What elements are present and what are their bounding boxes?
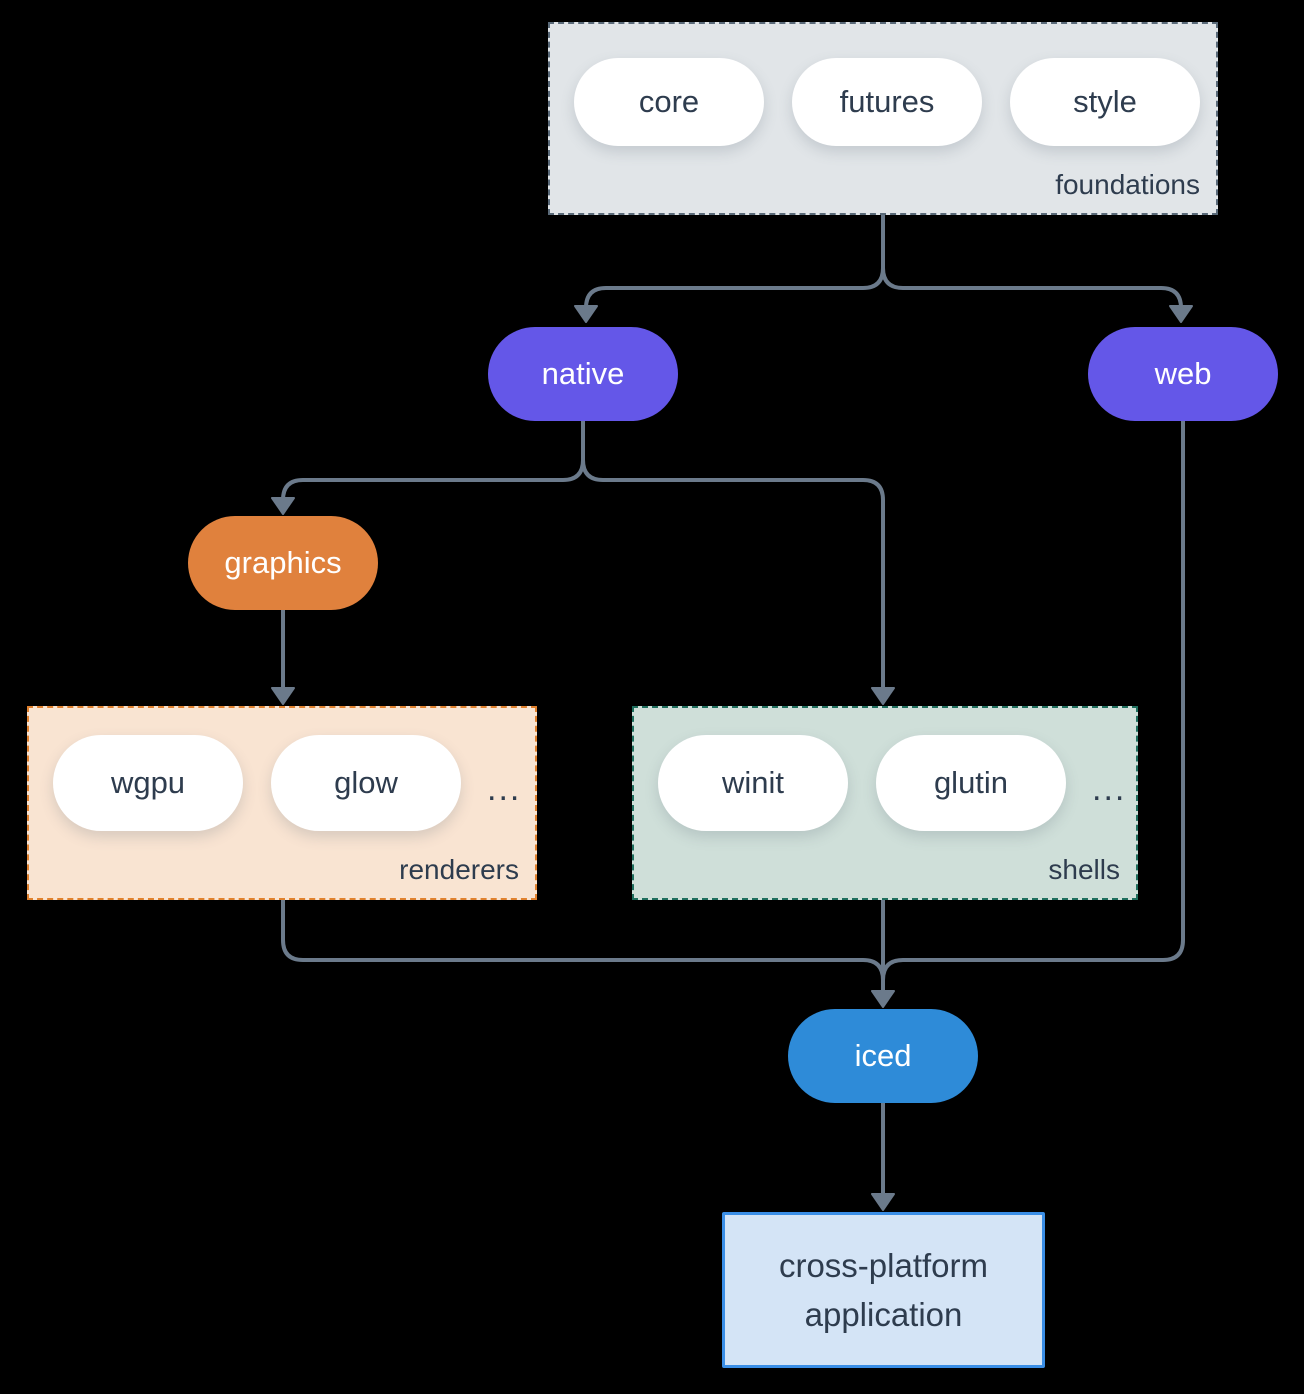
pill-wgpu: wgpu [53,735,243,831]
pill-glutin: glutin [876,735,1066,831]
node-web-label: web [1154,356,1212,391]
shells-group: winit glutin ... shells [632,706,1138,900]
node-native-label: native [541,356,625,391]
renderers-group-label: renderers [399,854,519,885]
node-web: web [1088,327,1278,421]
edge-web-iced [881,419,1185,982]
pill-core: core [574,58,764,146]
pill-futures-label: futures [839,84,935,119]
application-line1: cross-platform [778,1246,989,1284]
arrowhead-shells [871,687,895,705]
node-iced-label: iced [854,1038,912,1073]
edge-native-shells [581,458,885,692]
pill-winit: winit [658,735,848,831]
node-native: native [488,327,678,421]
shells-group-label: shells [1048,854,1120,885]
node-graphics-label: graphics [224,545,342,580]
arrowhead-web [1169,305,1193,323]
renderers-group: wgpu glow ... renderers [27,706,537,900]
pill-glow-label: glow [334,765,398,800]
arrowhead-graphics [271,497,295,515]
pill-glutin-label: glutin [933,765,1009,800]
edge-native-graphics [281,419,585,502]
application-box: cross-platform application [722,1212,1045,1368]
pill-core-label: core [638,84,700,119]
foundations-group-label: foundations [1055,169,1200,200]
arrowhead-iced [871,990,895,1008]
edge-foundations-web [881,266,1183,310]
arrowhead-application [871,1193,895,1211]
node-graphics: graphics [188,516,378,610]
edge-renderers-iced [281,896,885,982]
foundations-group: core futures style foundations [548,22,1218,215]
renderers-ellipsis: ... [487,770,522,808]
application-line2: application [804,1296,963,1333]
pill-futures: futures [792,58,982,146]
edge-foundations-native [584,213,885,310]
pill-style-label: style [1073,84,1137,119]
node-iced: iced [788,1009,978,1103]
pill-winit-label: winit [721,765,784,800]
shells-ellipsis: ... [1092,770,1127,808]
pill-style: style [1010,58,1200,146]
pill-wgpu-label: wgpu [110,765,186,800]
arrowhead-native [574,305,598,323]
arrowhead-renderers [271,687,295,705]
pill-glow: glow [271,735,461,831]
